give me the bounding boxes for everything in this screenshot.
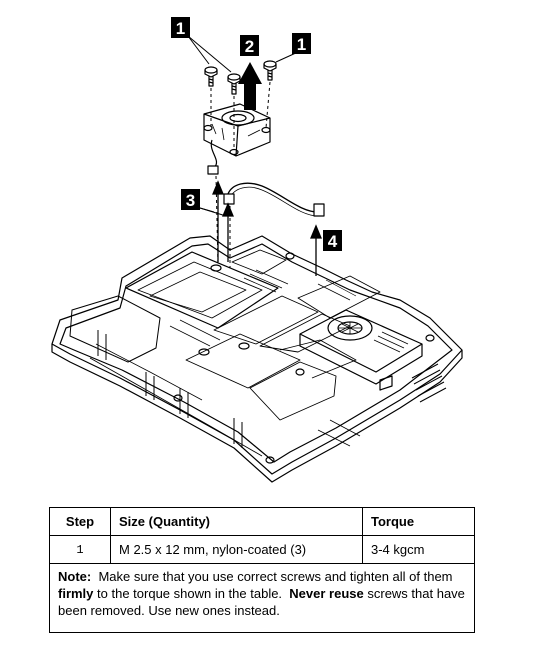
- screw-center: [227, 73, 241, 95]
- lift-arrow: [238, 62, 262, 110]
- header-size: Size (Quantity): [110, 507, 363, 536]
- fan-cavity: [299, 309, 423, 385]
- note-text-3: screws that have been removed. Use new o…: [58, 586, 465, 618]
- table-header-row: Step Size (Quantity) Torque: [49, 507, 475, 536]
- note-text-1: Make sure that you use correct screws an…: [98, 569, 453, 584]
- screw-posts: [173, 252, 435, 464]
- table-row: 1 M 2.5 x 12 mm, nylon-coated (3) 3-4 kg…: [49, 535, 475, 564]
- cell-size: M 2.5 x 12 mm, nylon-coated (3): [110, 535, 363, 564]
- note-row: Note: Make sure that you use correct scr…: [49, 563, 475, 633]
- cell-step: 1: [49, 535, 111, 564]
- fan-assembly: [203, 103, 271, 175]
- screw-spec-table: Step Size (Quantity) Torque 1 M 2.5 x 12…: [49, 507, 475, 633]
- note-cell: Note: Make sure that you use correct scr…: [49, 563, 475, 633]
- disassembly-illustration: 1 2 1 3 4: [51, 17, 463, 483]
- callout-cable-vertical: 3: [181, 189, 200, 210]
- callout-lift: 2: [240, 35, 259, 56]
- note-text-2: to the torque shown in the table.: [97, 586, 283, 601]
- svg-text:1: 1: [297, 35, 306, 54]
- base-cover: [51, 235, 463, 483]
- note-emphasis-never-reuse: Never reuse: [289, 586, 364, 601]
- callout-screw-left: 1: [171, 17, 190, 38]
- svg-text:1: 1: [176, 19, 185, 38]
- guide-lines: [210, 81, 271, 268]
- svg-text:3: 3: [186, 191, 195, 210]
- disconnect-arrow-center: [222, 202, 234, 262]
- callout-screw-right: 1: [292, 33, 311, 54]
- svg-text:4: 4: [328, 232, 338, 251]
- note-emphasis-firmly: firmly: [58, 586, 94, 601]
- cell-torque: 3-4 kgcm: [362, 535, 475, 564]
- note-label: Note:: [58, 569, 92, 584]
- svg-text:2: 2: [245, 37, 254, 56]
- system-board: [125, 249, 381, 353]
- screw-left: [204, 66, 218, 87]
- disconnect-arrow-right: [310, 224, 322, 276]
- screw-right: [263, 60, 277, 81]
- fan-cable: [223, 182, 325, 217]
- callout-cable-right: 4: [323, 230, 342, 251]
- header-torque: Torque: [362, 507, 475, 536]
- header-step: Step: [49, 507, 111, 536]
- disconnect-arrow-left: [212, 180, 224, 262]
